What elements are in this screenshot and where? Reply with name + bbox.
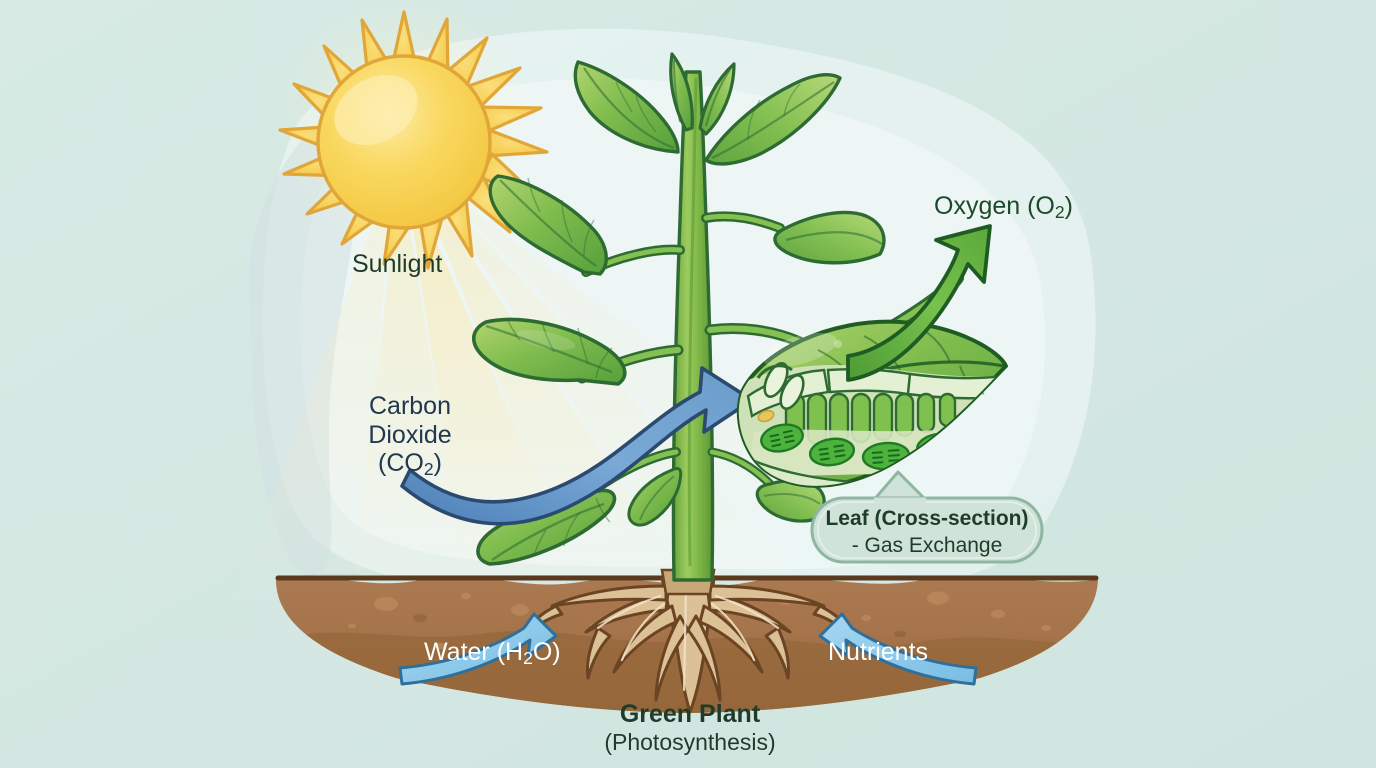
- leaf-mid-left-upper: [488, 174, 608, 276]
- water-uptake-arrow: [398, 612, 558, 686]
- leaf-left-large: [471, 317, 627, 386]
- oxygen-arrow: [846, 224, 992, 382]
- stoma-lip: [756, 364, 793, 379]
- leaf-callout-box: [810, 470, 1044, 564]
- leaf-top-center-right: [698, 62, 736, 136]
- co2-arrow: [400, 366, 754, 526]
- sun-icon: [276, 0, 549, 270]
- plant: [471, 52, 886, 596]
- plant-roots: [524, 576, 852, 714]
- root-highlights: [596, 586, 780, 692]
- leaf-mid-right-upper: [773, 210, 886, 265]
- leaf-center-small: [627, 466, 683, 527]
- nutrient-uptake-arrow: [818, 612, 978, 686]
- leaf-upper-left: [573, 60, 680, 154]
- leaf-upper-right: [704, 73, 842, 166]
- stoma-opening: [763, 362, 805, 410]
- leaf-top-center-left: [669, 52, 694, 132]
